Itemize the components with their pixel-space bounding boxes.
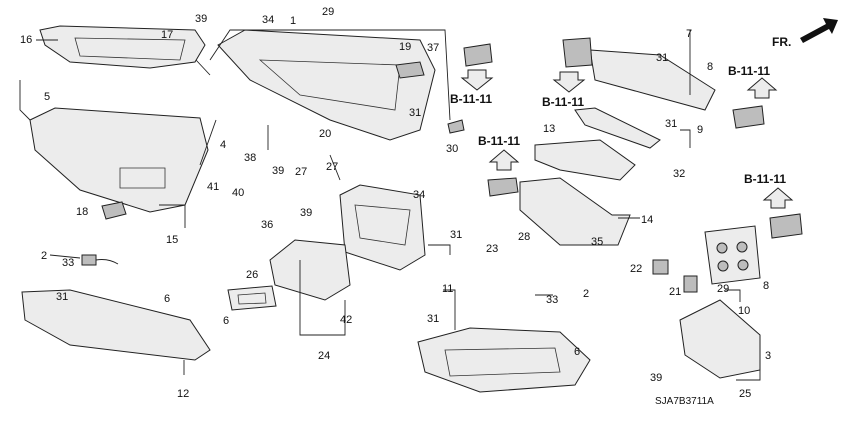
- part-7-trim: [589, 49, 716, 111]
- callout-18: 18: [76, 206, 88, 218]
- callout-9: 9: [697, 124, 703, 136]
- callout-7: 7: [686, 28, 692, 40]
- front-direction-arrow-icon: [800, 18, 838, 43]
- part-13-console-top: [534, 139, 636, 181]
- part-21-cover: [683, 275, 698, 293]
- callout-35: 35: [591, 236, 603, 248]
- callout-39b: 39: [272, 165, 284, 177]
- callout-20: 20: [319, 128, 331, 140]
- callout-6: 6: [164, 293, 170, 305]
- part-16-lid-tray: [39, 25, 206, 69]
- part-10-switch-panel: [704, 225, 761, 285]
- part-18-lock: [101, 201, 127, 220]
- callout-5: 5: [44, 91, 50, 103]
- callout-39c: 39: [300, 207, 312, 219]
- callout-8: 8: [707, 61, 713, 73]
- callout-34: 34: [262, 14, 274, 26]
- ref-arrow-3: [488, 149, 520, 171]
- callout-37: 37: [427, 42, 439, 54]
- part-22-cover: [652, 259, 669, 275]
- part-9-strip: [574, 107, 661, 149]
- callout-11: 11: [442, 283, 453, 295]
- diagram-code: SJA7B3711A: [655, 396, 714, 407]
- direction-label: FR.: [772, 35, 791, 49]
- ref-arrow-4: [746, 77, 778, 99]
- callout-38: 38: [244, 152, 256, 164]
- callout-31d: 31: [427, 313, 439, 325]
- callout-14: 14: [641, 214, 653, 226]
- callout-17: 17: [161, 29, 173, 41]
- callout-31f: 31: [665, 118, 677, 130]
- callout-25: 25: [739, 388, 751, 400]
- callout-39: 39: [195, 13, 207, 25]
- callout-33: 33: [62, 257, 74, 269]
- ref-label-2: B-11-11: [542, 95, 584, 109]
- ref-label-3: B-11-11: [478, 134, 520, 148]
- callout-16: 16: [20, 34, 32, 46]
- callout-26: 26: [246, 269, 258, 281]
- callout-39d: 39: [650, 372, 662, 384]
- callout-4: 4: [220, 139, 226, 151]
- callout-40: 40: [232, 187, 244, 199]
- part-26-bezel: [227, 285, 277, 311]
- callout-6c: 6: [574, 346, 580, 358]
- callout-13: 13: [543, 123, 555, 135]
- switch-block-4: [732, 105, 765, 129]
- callout-22: 22: [630, 263, 642, 275]
- callout-31b: 31: [409, 107, 421, 119]
- part-24-pocket: [269, 239, 351, 301]
- callout-1: 1: [290, 15, 296, 27]
- leader-lines: [19, 29, 761, 381]
- callout-31c: 31: [450, 229, 462, 241]
- callout-41: 41: [207, 181, 219, 193]
- part-33-harness: [81, 254, 97, 266]
- callout-30: 30: [446, 143, 458, 155]
- callout-32: 32: [673, 168, 685, 180]
- part-frame-upper: [217, 29, 436, 141]
- callout-28: 28: [518, 231, 530, 243]
- switch-block-5: [769, 213, 803, 239]
- callout-34b: 34: [413, 189, 425, 201]
- callout-42: 42: [340, 314, 352, 326]
- callout-3: 3: [765, 350, 771, 362]
- callout-29b: 29: [717, 283, 729, 295]
- callout-2: 2: [41, 250, 47, 262]
- callout-2b: 2: [583, 288, 589, 300]
- callout-21: 21: [669, 286, 681, 298]
- part-11-tray: [417, 327, 591, 393]
- callout-12: 12: [177, 388, 189, 400]
- part-14-console: [519, 177, 631, 246]
- part-12-lower-panel: [21, 289, 211, 361]
- callout-36: 36: [261, 219, 273, 231]
- ref-arrow-5: [762, 187, 794, 209]
- callout-8b: 8: [763, 280, 769, 292]
- callout-27b: 27: [326, 161, 338, 173]
- switch-block-3: [487, 177, 519, 197]
- callout-23: 23: [486, 243, 498, 255]
- ref-label-5: B-11-11: [744, 172, 786, 186]
- callout-33b: 33: [546, 294, 558, 306]
- part-30-clip: [447, 119, 465, 134]
- callout-15: 15: [166, 234, 178, 246]
- callout-labels: 1 2 2 3 4 5 6 6 6 7 8 8 9 10 11 12 13 14…: [20, 6, 771, 400]
- switch-block-2: [562, 37, 593, 68]
- callout-27: 27: [295, 166, 307, 178]
- ref-arrow-2: [552, 71, 586, 93]
- callout-31: 31: [56, 291, 68, 303]
- callout-19: 19: [399, 41, 411, 53]
- ref-arrow-1: [460, 69, 494, 91]
- callout-6b: 6: [223, 315, 229, 327]
- callout-31e: 31: [656, 52, 668, 64]
- part-15-glove-box: [29, 107, 209, 213]
- callout-24: 24: [318, 350, 330, 362]
- callout-29: 29: [322, 6, 334, 18]
- ref-label-1: B-11-11: [450, 92, 492, 106]
- switch-block-1: [463, 43, 493, 67]
- ref-label-4: B-11-11: [728, 64, 770, 78]
- callout-10: 10: [738, 305, 750, 317]
